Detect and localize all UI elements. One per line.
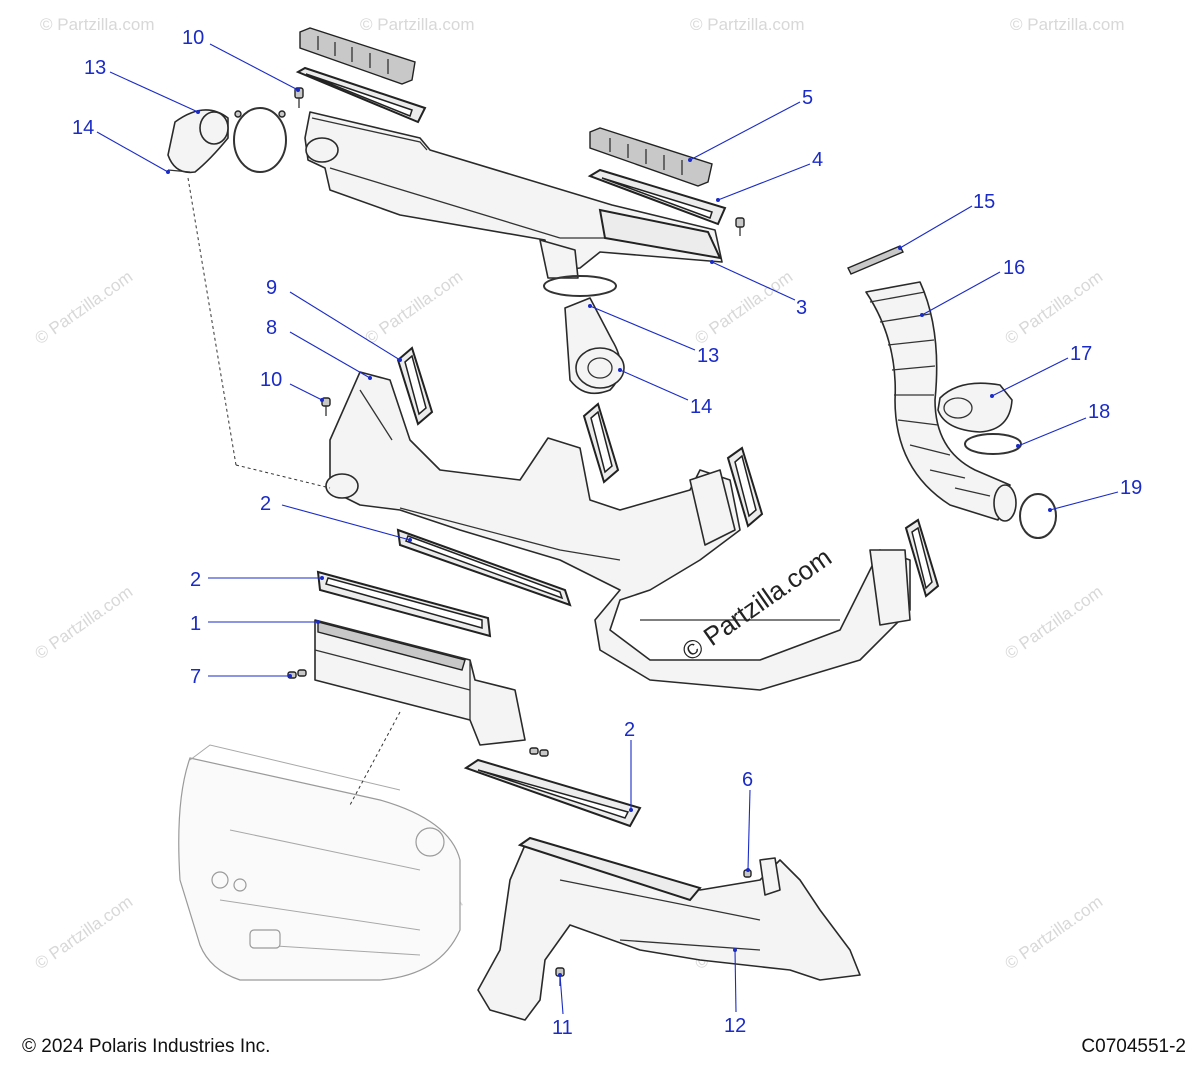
callout-number: 14: [690, 396, 712, 418]
callout-number: 7: [190, 666, 201, 688]
callout-4: 4: [716, 149, 823, 202]
callout-8: 8: [266, 317, 372, 380]
gasket-2-lower: [463, 758, 642, 828]
seal-right: [587, 168, 727, 226]
watermark: © Partzilla.com: [1010, 15, 1125, 34]
watermark: © Partzilla.com: [691, 267, 796, 348]
watermark: © Partzilla.com: [690, 15, 805, 34]
callout-3: 3: [710, 260, 807, 319]
callout-7: 7: [190, 666, 292, 688]
callout-number: 5: [802, 87, 813, 109]
watermark: © Partzilla.com: [1001, 267, 1106, 348]
callout-9: 9: [266, 277, 402, 362]
callout-number: 15: [973, 191, 995, 213]
callout-1: 1: [190, 613, 320, 635]
screw-right: [735, 217, 745, 236]
clamp-ring-top-left: [233, 107, 287, 173]
watermark: © Partzilla.com: [361, 267, 466, 348]
callout-18: 18: [1016, 401, 1110, 448]
callout-5: 5: [688, 87, 813, 162]
callout-number: 2: [260, 493, 271, 515]
callout-number: 2: [190, 569, 201, 591]
callout-10-top: 10: [182, 27, 300, 92]
screws-7: [287, 669, 549, 757]
callout-19: 19: [1048, 477, 1142, 512]
callout-number: 14: [72, 117, 94, 139]
callout-number: 3: [796, 297, 807, 319]
reference-line-heater: [349, 711, 401, 806]
callout-number: 17: [1070, 343, 1092, 365]
lower-duct-manifold: [325, 371, 911, 691]
callout-2-middle: 2: [190, 569, 324, 591]
watermark: © Partzilla.com: [31, 892, 136, 973]
callout-11: 11: [552, 973, 573, 1039]
clamp-ring-middle: [543, 275, 617, 297]
callout-number: 19: [1120, 477, 1142, 499]
reference-line-elbow-to-duct: [235, 464, 331, 489]
gasket-9b: [582, 402, 620, 484]
callout-number: 6: [742, 769, 753, 791]
callout-13-middle: 13: [588, 304, 719, 367]
callout-number: 10: [182, 27, 204, 49]
hose-clamp-19: [1019, 493, 1057, 539]
seal-left-top: [295, 66, 427, 124]
watermark: © Partzilla.com: [360, 15, 475, 34]
callout-number: 1: [190, 613, 201, 635]
heater-box: [314, 619, 526, 746]
vent-grille-right: [589, 127, 713, 187]
callout-number: 13: [84, 57, 106, 79]
copyright-notice: © 2024 Polaris Industries Inc.: [22, 1036, 271, 1057]
floor-duct: [477, 836, 861, 1021]
watermark: © Partzilla.com: [1001, 582, 1106, 663]
hose-clamp-18: [964, 433, 1022, 455]
gasket-9a: [396, 346, 434, 426]
callout-number: 16: [1003, 257, 1025, 279]
callout-number: 2: [624, 719, 635, 741]
callout-number: 11: [552, 1017, 573, 1039]
watermark: © Partzilla.com: [31, 582, 136, 663]
callout-2-lower: 2: [624, 719, 635, 812]
callout-13-top: 13: [84, 57, 200, 114]
vent-grille-left: [299, 27, 416, 85]
callout-16: 16: [920, 257, 1025, 317]
gasket-9d: [904, 518, 940, 598]
rod-15: [847, 245, 904, 275]
gasket-2-middle: [316, 570, 492, 638]
ghost-airbox: [178, 744, 461, 981]
elbow-top-left: [167, 109, 229, 174]
gasket-9c: [726, 446, 764, 528]
upper-duct: [304, 111, 723, 279]
callout-14-middle: 14: [618, 368, 712, 418]
elbow-middle: [564, 297, 625, 395]
callout-2-upper: 2: [260, 493, 412, 542]
callout-number: 13: [697, 345, 719, 367]
callout-number: 12: [724, 1015, 746, 1037]
corrugated-hose: [865, 281, 1017, 522]
diagram-part-number: C0704551-2: [1081, 1036, 1186, 1057]
callout-14-top: 14: [72, 117, 170, 174]
watermark: © Partzilla.com: [31, 267, 136, 348]
reference-line-elbow: [187, 177, 237, 466]
callout-number: 8: [266, 317, 277, 339]
callout-15: 15: [898, 191, 995, 250]
callout-17: 17: [990, 343, 1092, 398]
callout-10-middle: 10: [260, 369, 324, 402]
callout-number: 4: [812, 149, 823, 171]
callout-12: 12: [724, 948, 746, 1037]
callout-number: 18: [1088, 401, 1110, 423]
coupler-17: [937, 382, 1013, 433]
callout-number: 9: [266, 277, 277, 299]
callout-number: 10: [260, 369, 282, 391]
watermark: © Partzilla.com: [40, 15, 155, 34]
watermark: © Partzilla.com: [1001, 892, 1106, 973]
callout-6: 6: [742, 769, 753, 872]
